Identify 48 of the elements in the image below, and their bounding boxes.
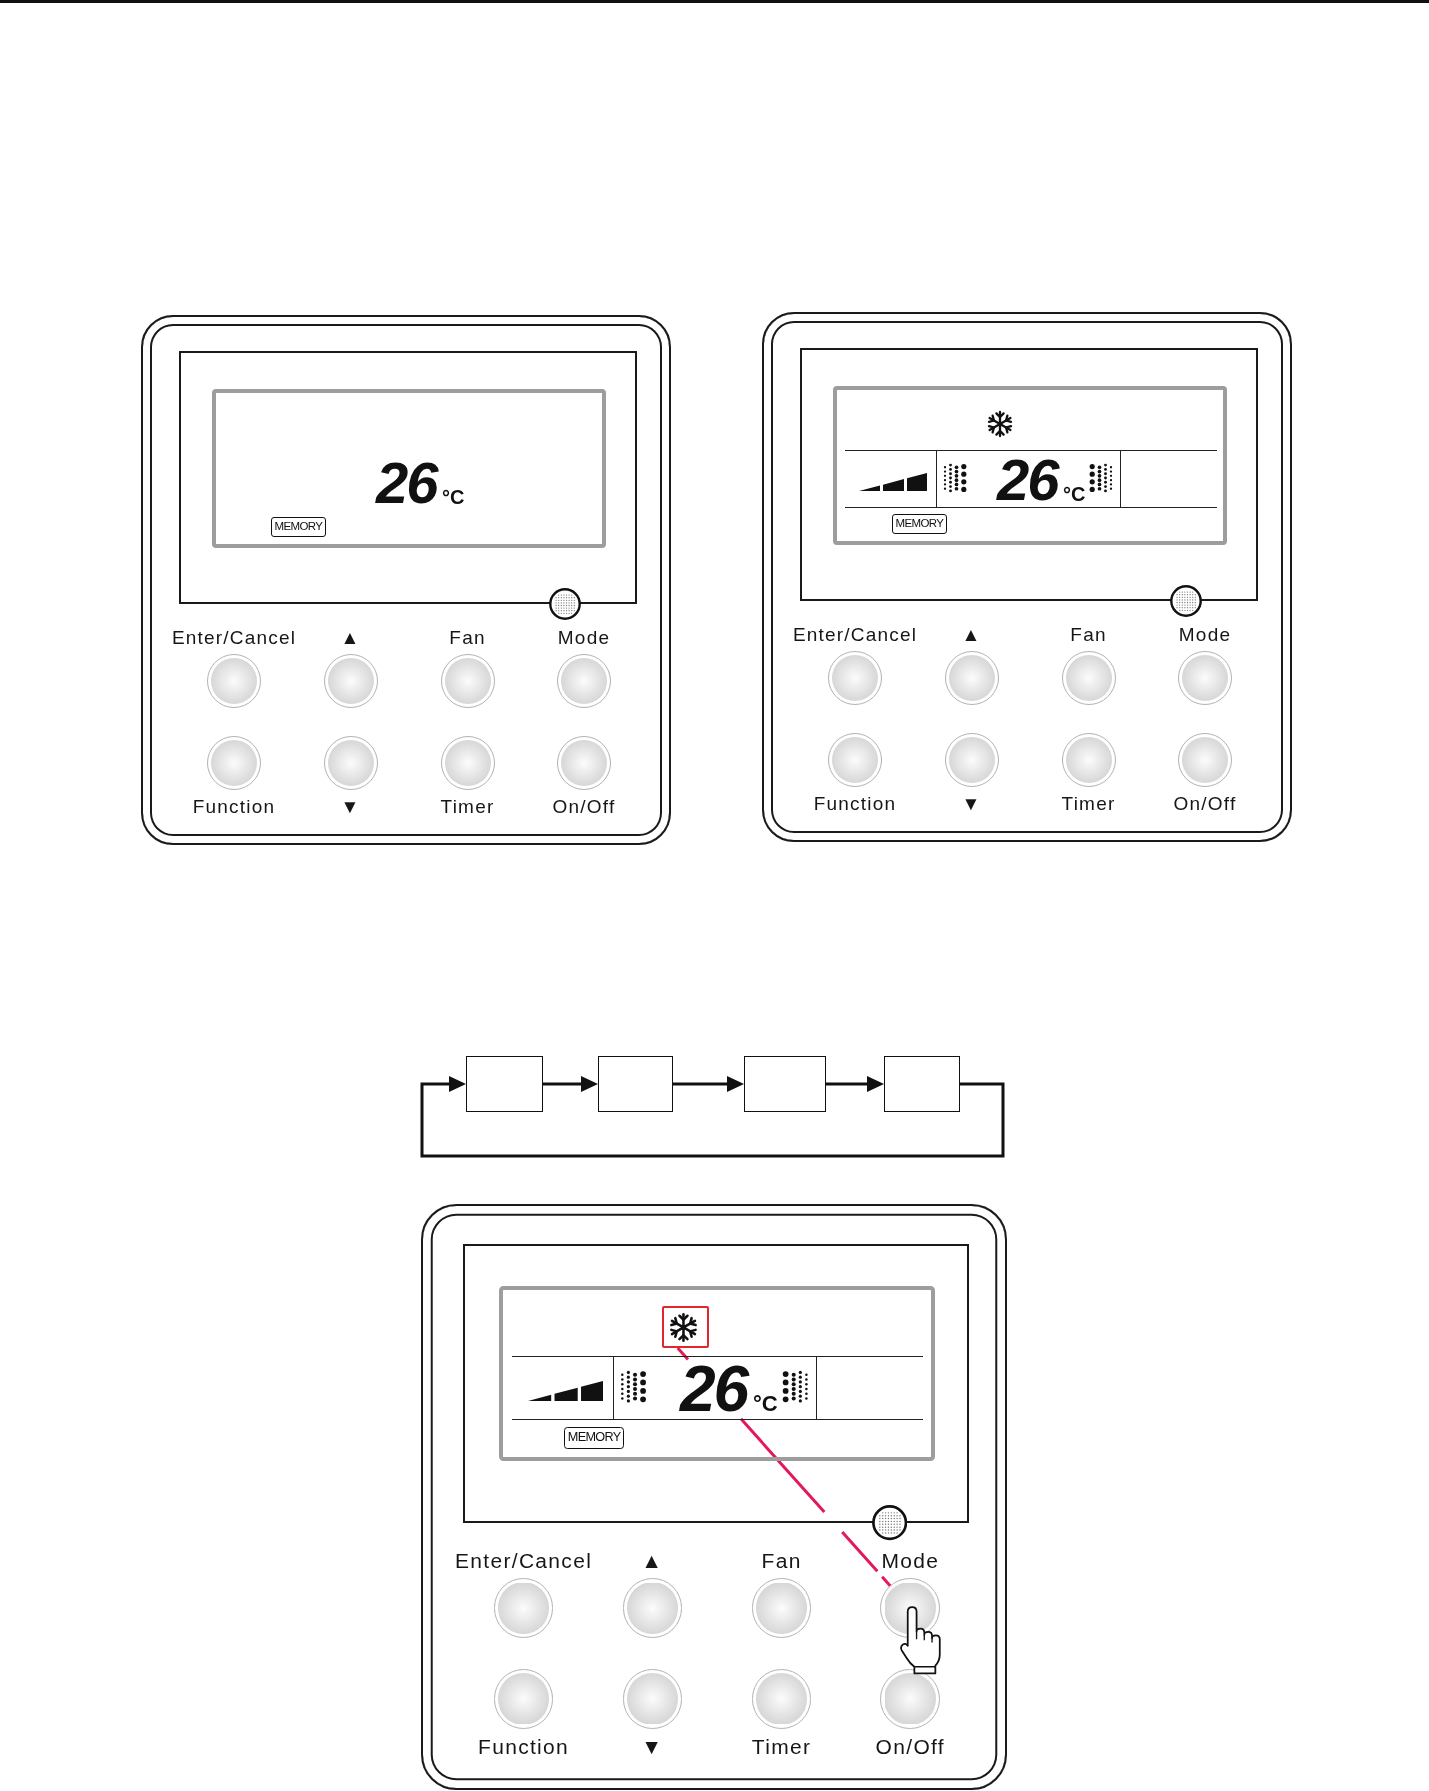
button-label: Function [192, 796, 276, 818]
temperature-reading: 26 [997, 457, 1058, 504]
button-label: Mode [881, 1548, 940, 1573]
button-label: Enter/Cancel [171, 627, 297, 649]
temperature-unit: °C [442, 487, 465, 507]
temperature-unit: °C [752, 1393, 778, 1416]
button-label: Enter/Cancel [792, 624, 918, 646]
button-label: ▼ [641, 1735, 664, 1760]
button-label: Timer [1061, 793, 1116, 815]
button-label: ▲ [340, 627, 361, 649]
memory-indicator: MEMORY [564, 1426, 625, 1449]
remote-control-panel [421, 1204, 1007, 1790]
button-label: ▲ [961, 624, 982, 646]
memory-indicator: MEMORY [892, 514, 947, 534]
process-box [466, 1056, 543, 1112]
process-box [744, 1056, 826, 1112]
button-label: Mode [557, 627, 611, 649]
button-label: Fan [449, 627, 486, 649]
button-label: On/Off [552, 796, 616, 818]
button-label: ▼ [961, 793, 982, 815]
lcd-screen [499, 1285, 935, 1462]
button-label: Timer [751, 1735, 812, 1760]
process-box [598, 1056, 673, 1112]
temperature-reading: 26 [680, 1363, 747, 1415]
highlight-frame [662, 1306, 709, 1349]
arrow [826, 1076, 884, 1092]
arrow [673, 1076, 744, 1092]
temperature-unit: °C [1063, 484, 1086, 504]
button-label: Fan [1070, 624, 1107, 646]
button-label: ▲ [641, 1548, 664, 1573]
button-label: On/Off [875, 1735, 945, 1760]
button-label: ▼ [340, 796, 361, 818]
lcd-screen [212, 389, 606, 548]
button-label: Mode [1178, 624, 1232, 646]
button-label: Fan [761, 1548, 802, 1573]
remote-control-panel [762, 312, 1292, 842]
button-label: On/Off [1173, 793, 1237, 815]
arrow [420, 1076, 1005, 1158]
lcd-screen [833, 386, 1227, 545]
memory-indicator: MEMORY [271, 517, 326, 537]
temperature-reading: 26 [376, 460, 437, 507]
button-label: Enter/Cancel [454, 1548, 593, 1573]
arrow [543, 1076, 598, 1092]
process-box [884, 1056, 960, 1112]
button-label: Function [478, 1735, 570, 1760]
remote-control-panel [141, 315, 671, 845]
button-label: Timer [440, 796, 495, 818]
button-label: Function [813, 793, 897, 815]
